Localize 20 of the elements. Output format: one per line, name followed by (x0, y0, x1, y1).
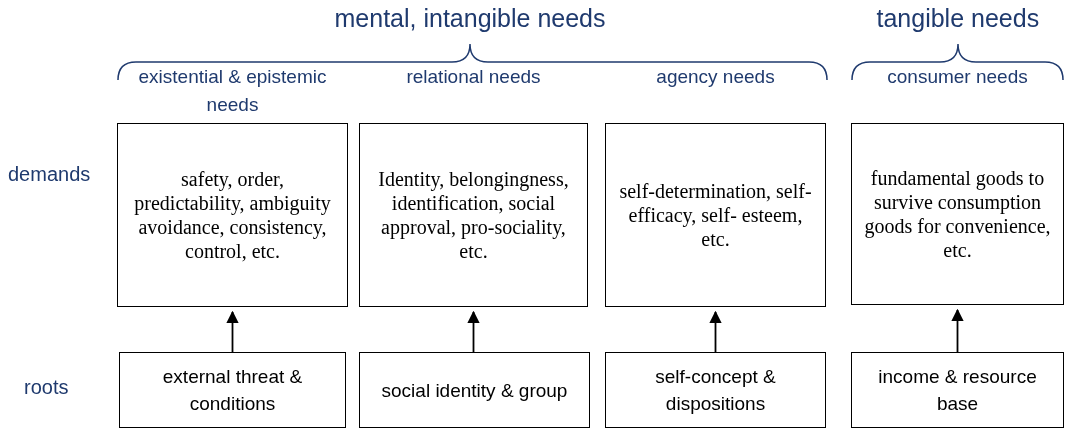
row-label: roots (24, 376, 69, 399)
root-text: social identity & group (380, 378, 569, 403)
row-label: demands (8, 163, 91, 186)
arrow (226, 310, 239, 353)
demand-text: fundamental goods to survive consumption goods for convenience, etc. (863, 166, 1052, 262)
arrow (951, 308, 964, 353)
demand-text: self-determination, self-efficacy, self- esteem, etc. (618, 179, 813, 251)
column-heading: existential & epistemic needs (137, 65, 328, 117)
arrow (467, 310, 480, 353)
demand-text: safety, order, predictability, ambiguity avoidance, consistency, control, etc. (133, 167, 332, 263)
arrow (709, 310, 722, 353)
group-heading: mental, intangible needs (334, 4, 606, 33)
demand-text: Identity, belongingness, identification, social approval, pro-sociality, etc. (377, 167, 570, 263)
group-heading: tangible needs (876, 4, 1040, 33)
root-text: self-concept & dispositions (654, 365, 777, 416)
column-heading: agency needs (655, 65, 776, 89)
root-text: income & resource base (877, 365, 1038, 416)
column-heading: relational needs (405, 65, 542, 89)
root-text: external threat & conditions (161, 365, 304, 416)
column-heading: consumer needs (886, 65, 1029, 89)
